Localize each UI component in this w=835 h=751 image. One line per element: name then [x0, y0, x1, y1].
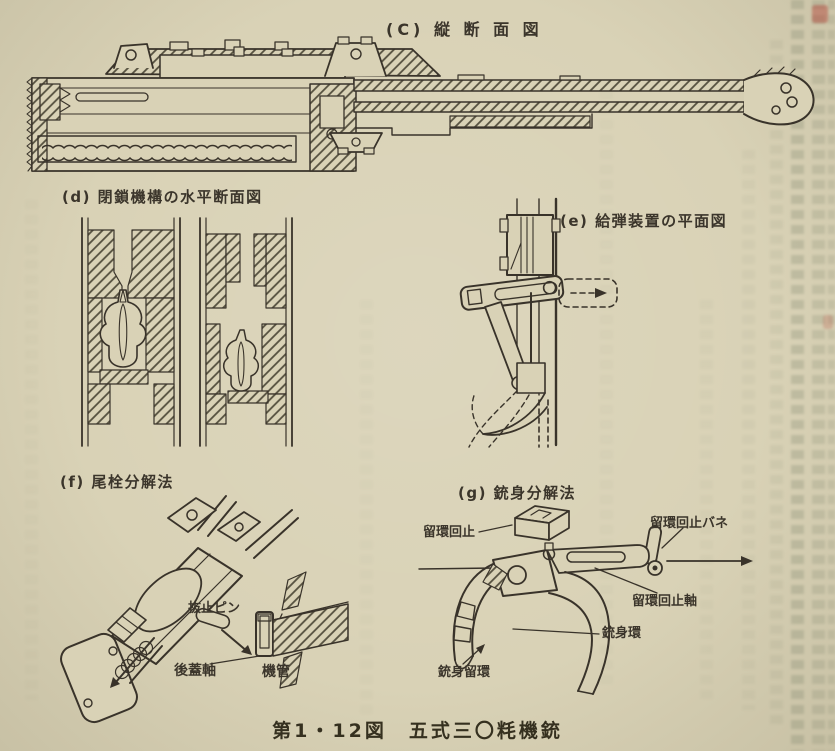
fig-f-label: (f) 尾栓分解法 [60, 473, 174, 491]
part-label-rear-cover-shaft: 後蓋軸 [174, 663, 216, 679]
bleedthrough-column [812, 0, 825, 751]
part-label-ring-stop-shaft: 留環回止軸 [632, 594, 698, 609]
part-label-receiver-tube: 機管 [262, 664, 290, 680]
part-label-ring-stop-spring: 留環回止バネ [650, 516, 729, 531]
bleedthrough-column [742, 150, 755, 710]
fig-e-drawing [459, 197, 618, 448]
fig-f-drawing [60, 495, 349, 724]
bleedthrough-column [770, 40, 783, 730]
fig-d-label: (d) 閉鎖機構の水平断面図 [62, 188, 263, 206]
fig-c-label: (C) 縦 断 面 図 [386, 20, 543, 39]
part-label-barrel-ring: 銃身環 [602, 626, 642, 641]
fig-g-drawing [418, 505, 753, 695]
bleedthrough-column [828, 0, 835, 751]
fig-d-drawing [81, 217, 293, 447]
part-label-pull-stop-pin: 抜止ピン [188, 601, 241, 616]
fig-e-label: (e) 給弾装置の平面図 [560, 212, 728, 230]
bleedthrough-column [600, 90, 613, 690]
bleedthrough-column [360, 300, 373, 720]
red-stamp-smudge [812, 5, 828, 23]
part-label-barrel-retaining-ring: 銃身留環 [438, 665, 491, 680]
bleedthrough-column [791, 0, 804, 751]
bleedthrough-column [700, 300, 713, 700]
part-label-ring-stop: 留環回止 [423, 525, 476, 540]
figure-caption: 第1・12図 五式三〇粍機銃 [272, 720, 563, 742]
bleedthrough-column [25, 200, 38, 700]
fig-c-drawing [26, 36, 815, 172]
fig-g-label: (g) 銃身分解法 [458, 484, 577, 502]
red-mark-smudge [823, 315, 833, 329]
